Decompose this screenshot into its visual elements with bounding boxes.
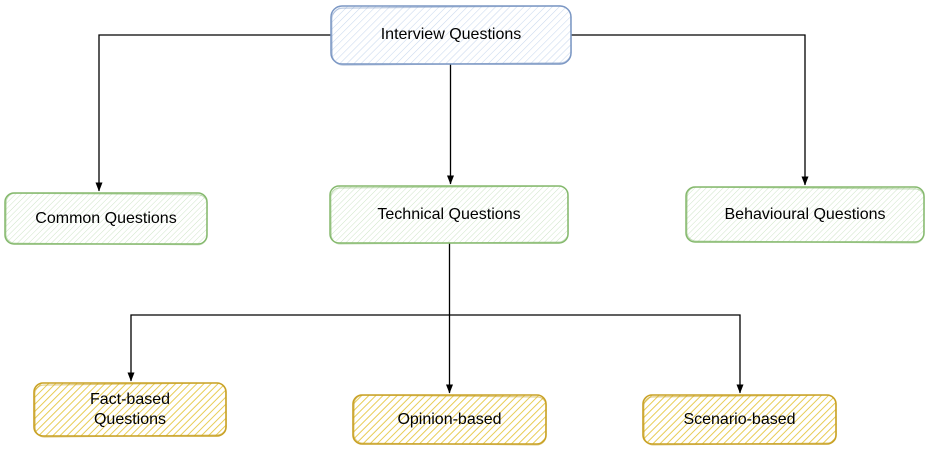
node-box [642,394,837,445]
node-box [329,185,569,244]
node-box-sketch [353,394,547,446]
node-box [33,382,227,437]
node-box-sketch [331,5,572,66]
node-behavioural-questions [685,186,925,244]
node-box [352,394,547,445]
node-box [4,192,208,245]
node-technical-questions [329,185,569,245]
edge-interview-to-behavioural [571,34,809,186]
node-interview-questions [330,5,572,66]
node-box-sketch [330,185,569,245]
node-fact-based-questions [33,382,227,438]
edge-technical-to-scenario [449,314,744,394]
edge-technical-to-fact [127,314,450,382]
node-box [685,186,925,243]
node-box-sketch [643,394,837,446]
node-common-questions [4,192,208,246]
node-box [330,5,572,65]
node-box-sketch [686,186,925,244]
node-box-sketch [5,192,208,246]
node-opinion-based [352,394,547,446]
node-box-sketch [34,382,227,438]
edge-interview-to-common [95,34,331,192]
node-scenario-based [642,394,837,446]
